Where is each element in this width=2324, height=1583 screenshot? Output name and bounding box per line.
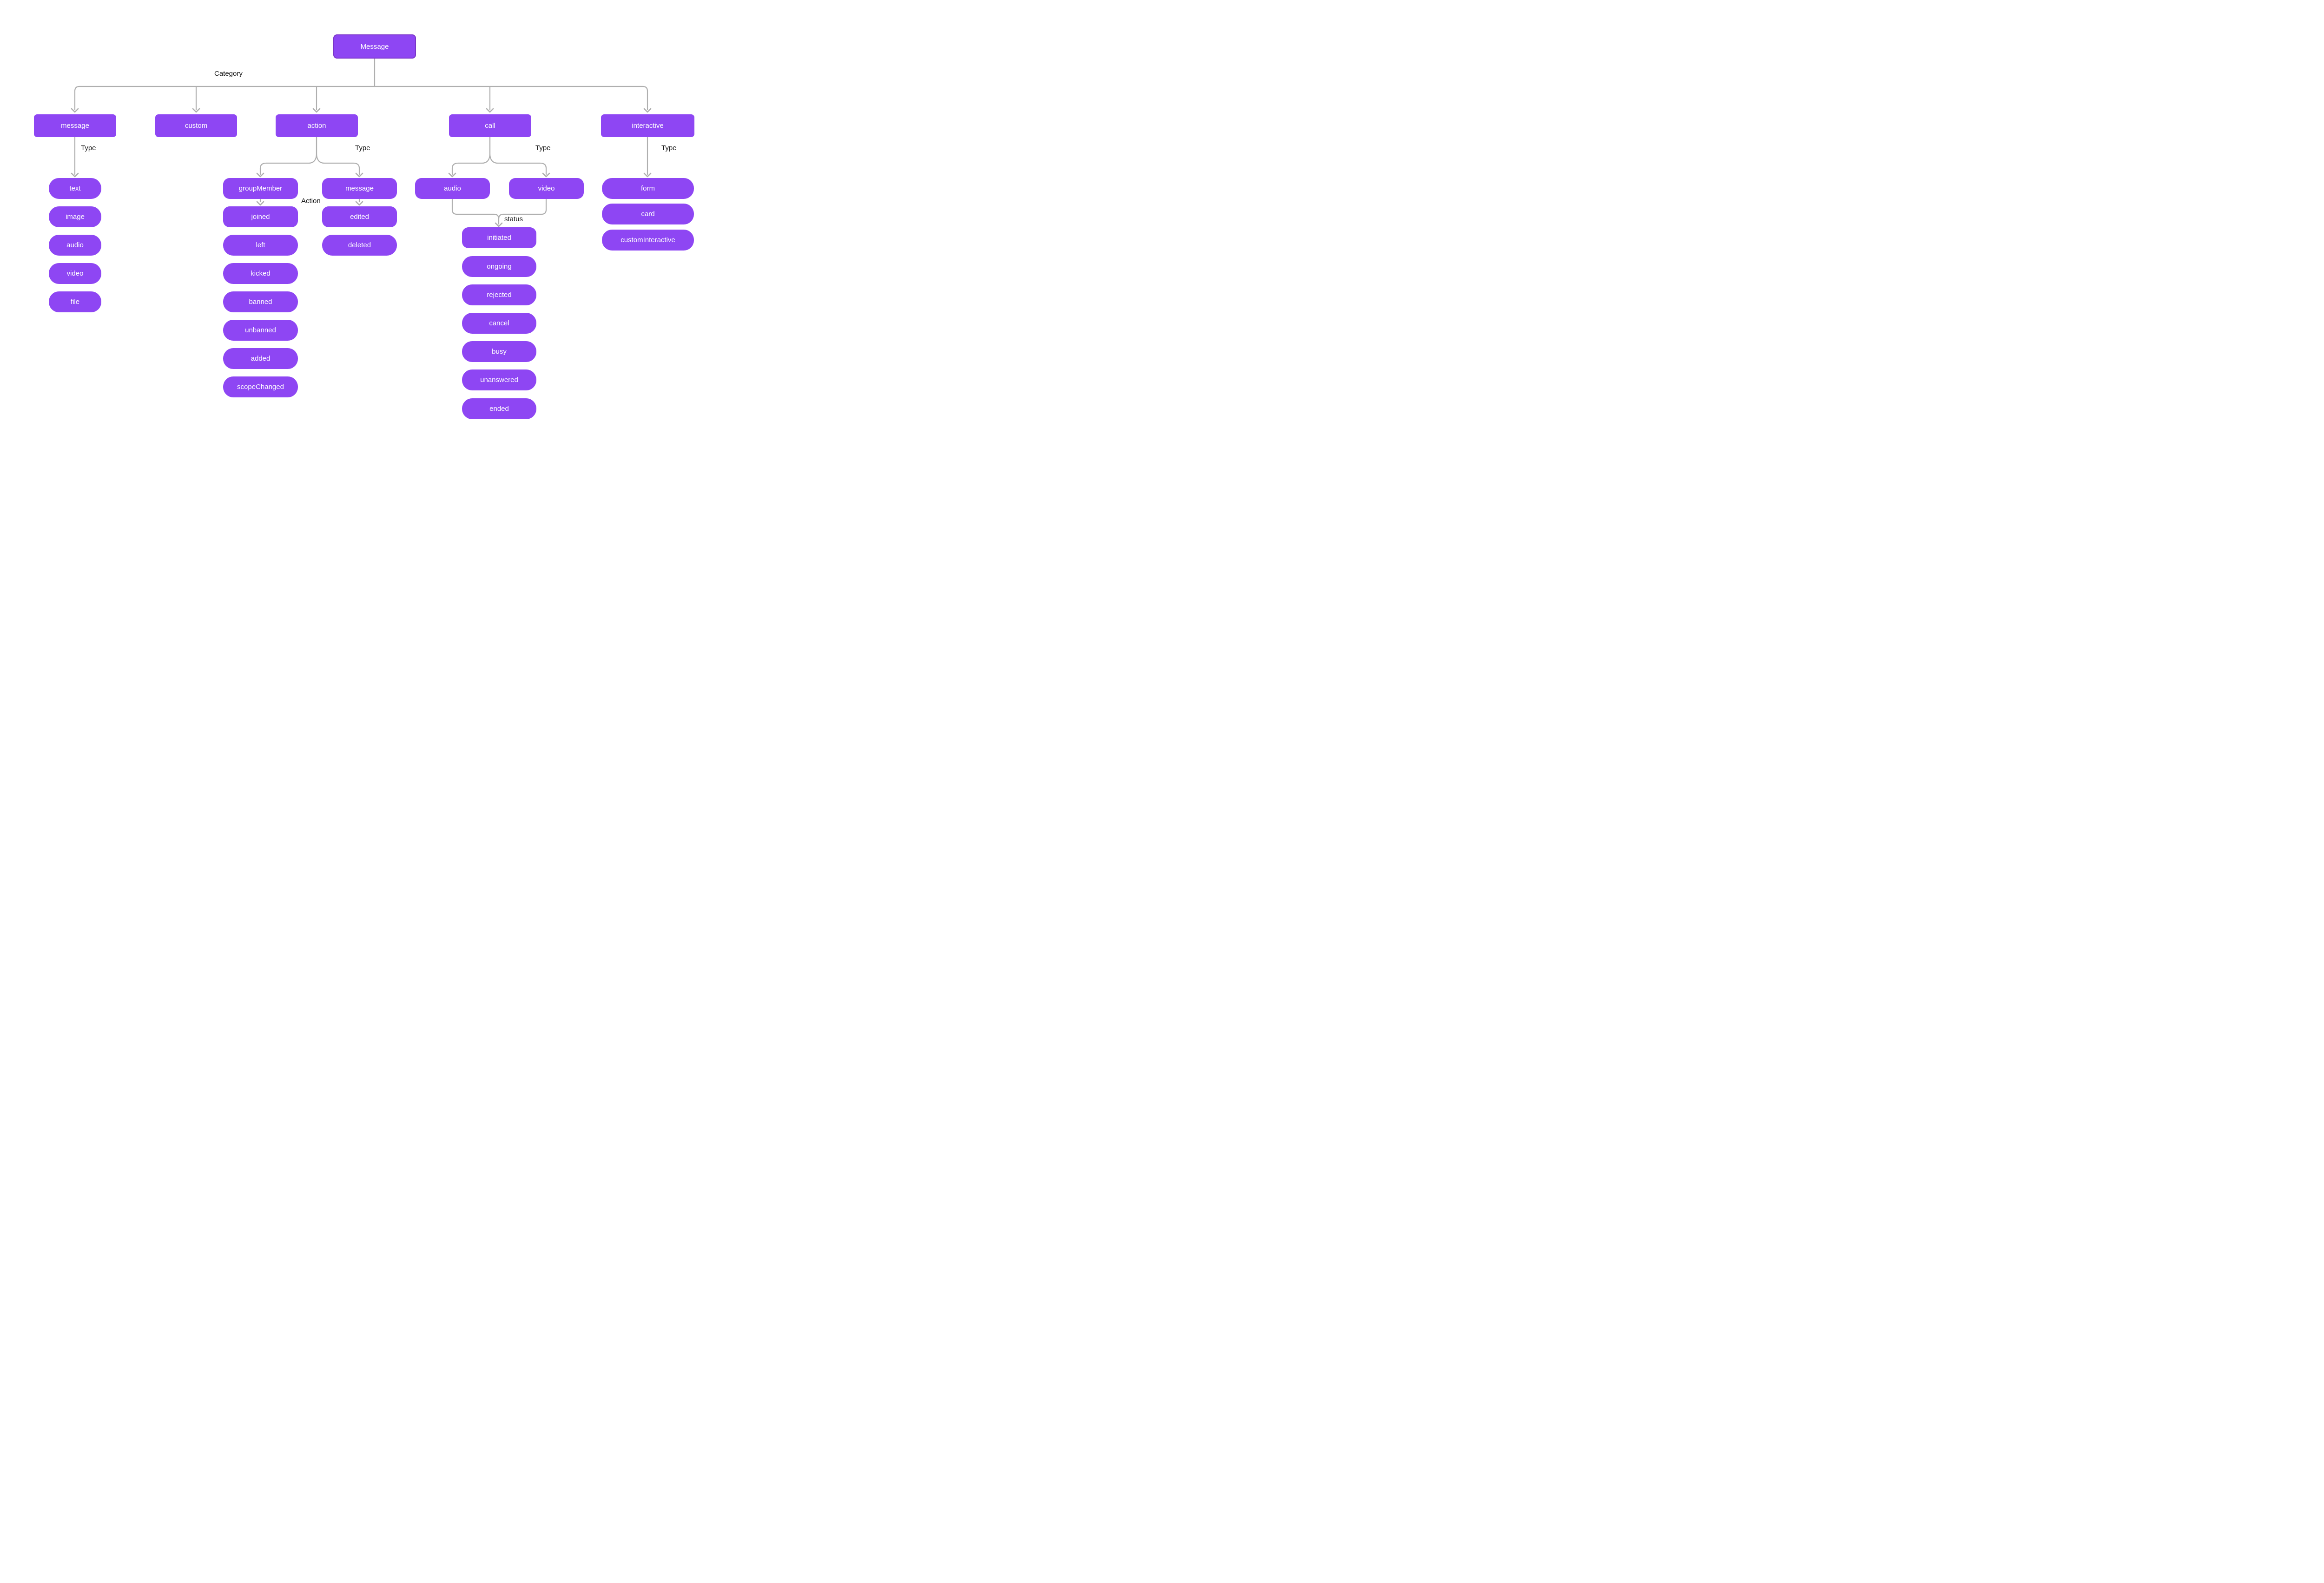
message-type-tree-diagram: Message Category Type Type Type Type Act… xyxy=(0,0,729,454)
node-type-call-audio: audio xyxy=(415,178,490,199)
edge-call-audio xyxy=(451,136,491,175)
edge-video-status-merge xyxy=(498,198,547,220)
edge-action-groupmember xyxy=(259,136,317,175)
node-type-card: card xyxy=(602,204,694,224)
node-category-message: message xyxy=(34,114,116,137)
node-type-custominteractive: customInteractive xyxy=(602,230,694,251)
node-type-audio: audio xyxy=(49,235,101,256)
node-type-video: video xyxy=(49,263,101,284)
edge-label-action: Action xyxy=(301,197,321,205)
node-category-call: call xyxy=(449,114,531,137)
node-type-form: form xyxy=(602,178,694,199)
node-status-ended: ended xyxy=(462,398,536,419)
node-type-text: text xyxy=(49,178,101,199)
node-category-action: action xyxy=(276,114,358,137)
node-action-scopechanged: scopeChanged xyxy=(223,376,298,397)
node-root-message: Message xyxy=(333,34,416,59)
edge-label-type-interactive: Type xyxy=(661,144,677,152)
connector-lines xyxy=(71,58,652,227)
node-type-groupmember: groupMember xyxy=(223,178,298,199)
node-action-added: added xyxy=(223,348,298,369)
edge-call-video xyxy=(489,136,547,175)
node-category-interactive: interactive xyxy=(601,114,694,137)
node-type-file: file xyxy=(49,291,101,312)
edge-action-message xyxy=(316,136,360,175)
node-action-kicked: kicked xyxy=(223,263,298,284)
node-type-call-video: video xyxy=(509,178,584,199)
edge-audio-status-merge xyxy=(451,198,500,225)
edge-label-type-message: Type xyxy=(81,144,96,152)
edge-label-type-action: Type xyxy=(355,144,370,152)
node-action-unbanned: unbanned xyxy=(223,320,298,341)
node-status-unanswered: unanswered xyxy=(462,369,536,390)
node-action-edited: edited xyxy=(322,206,397,227)
node-category-custom: custom xyxy=(155,114,237,137)
node-action-left: left xyxy=(223,235,298,256)
edge-label-status: status xyxy=(504,215,523,223)
node-action-banned: banned xyxy=(223,291,298,312)
node-status-rejected: rejected xyxy=(462,284,536,305)
node-status-initiated: initiated xyxy=(462,227,536,248)
node-action-joined: joined xyxy=(223,206,298,227)
arrowheads xyxy=(71,108,652,227)
edge-label-type-call: Type xyxy=(535,144,551,152)
node-type-action-message: message xyxy=(322,178,397,199)
node-status-cancel: cancel xyxy=(462,313,536,334)
node-type-image: image xyxy=(49,206,101,227)
node-status-busy: busy xyxy=(462,341,536,362)
edge-category-rail xyxy=(74,86,648,111)
edge-label-category: Category xyxy=(214,70,243,78)
node-action-deleted: deleted xyxy=(322,235,397,256)
node-status-ongoing: ongoing xyxy=(462,256,536,277)
